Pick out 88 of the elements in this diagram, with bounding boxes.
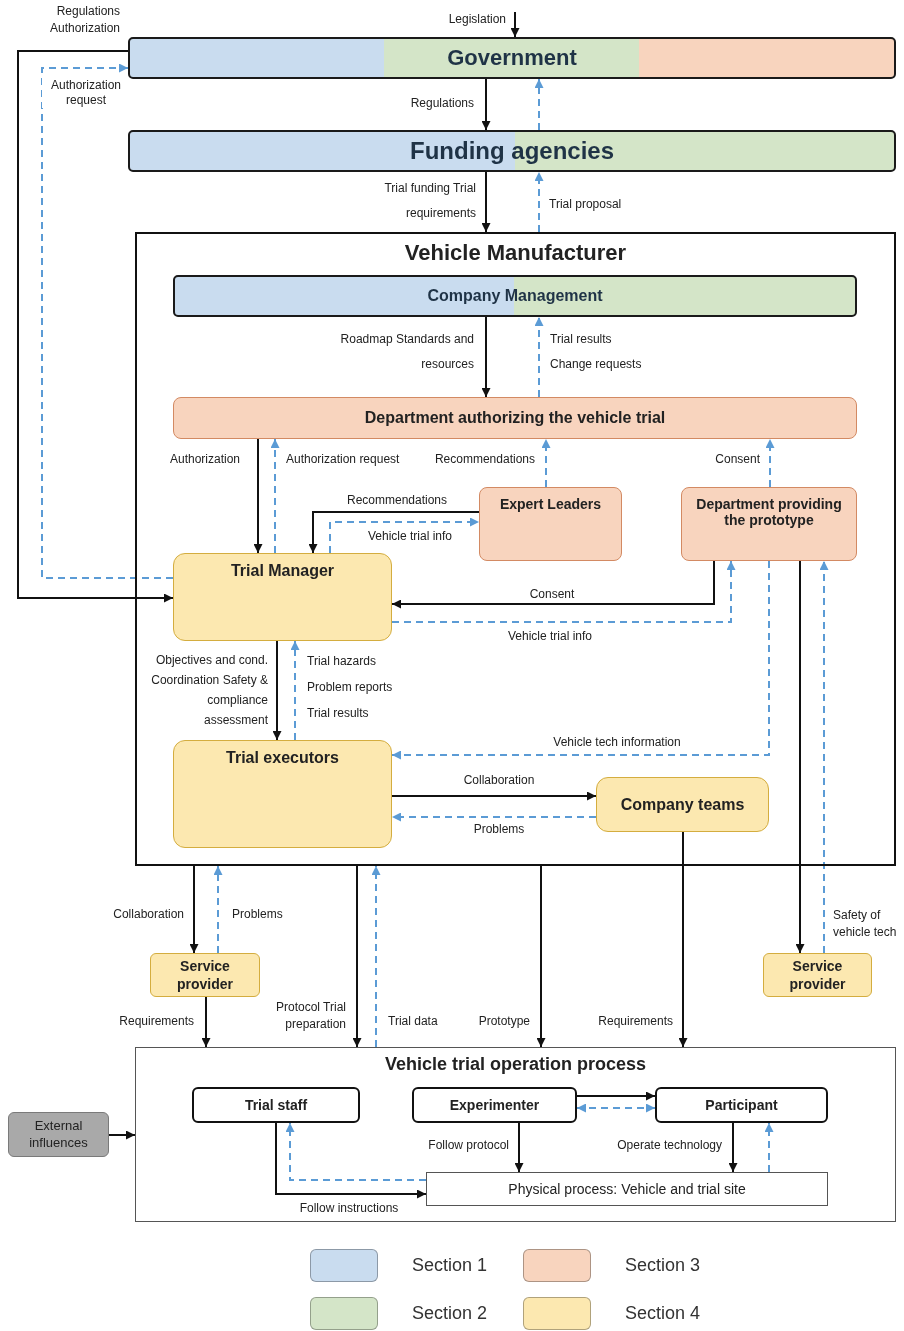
- group-title: Vehicle Manufacturer: [404, 240, 627, 266]
- arrow: [481, 78, 491, 131]
- box-label: Company teams: [620, 795, 745, 814]
- arrow: [576, 1103, 656, 1113]
- legend-label: Section 3: [624, 1255, 701, 1276]
- arrow: [678, 831, 688, 1048]
- edge-label: Legislation: [446, 11, 508, 27]
- process-box: [8, 1112, 109, 1157]
- arrow: [270, 438, 280, 554]
- band-box: [173, 275, 857, 317]
- band-box: [128, 130, 896, 172]
- edge-label: Requirements: [596, 1013, 675, 1029]
- arrow: [534, 316, 544, 398]
- edge-label: Trial proposal: [547, 196, 624, 212]
- process-box: [173, 740, 392, 848]
- arrow: [795, 560, 805, 954]
- arrow: [108, 1130, 136, 1140]
- process-box: [150, 953, 260, 997]
- arrow: [765, 438, 775, 488]
- box-label: Company Management: [427, 287, 603, 305]
- arrow: [514, 1122, 524, 1173]
- arrow: [391, 560, 770, 760]
- box-label: Trial executors: [226, 749, 339, 767]
- box-label: Service provider: [176, 956, 234, 994]
- process-box: [479, 487, 622, 561]
- box-label: Department authorizing the vehicle trial: [364, 409, 666, 427]
- edge-label: Authorization request: [284, 451, 402, 467]
- arrow: [272, 640, 282, 741]
- arrow: [285, 1122, 427, 1181]
- arrow: [352, 865, 362, 1048]
- arrow: [189, 865, 199, 954]
- band-box: [128, 37, 896, 79]
- group-title: Vehicle trial operation process: [384, 1054, 647, 1075]
- arrow: [290, 640, 300, 741]
- box-label: Service provider: [788, 956, 847, 994]
- process-box: [173, 553, 392, 641]
- box-label: Government: [447, 45, 577, 71]
- arrow: [764, 1122, 774, 1173]
- process-box: [596, 777, 769, 832]
- group-box: [135, 232, 896, 866]
- arrow: [534, 171, 544, 233]
- process-box: [763, 953, 872, 997]
- process-box: [192, 1087, 360, 1123]
- arrow: [510, 11, 520, 38]
- arrow: [481, 316, 491, 398]
- group-box: [135, 1047, 896, 1222]
- arrow: [41, 63, 174, 579]
- arrow: [308, 511, 480, 554]
- box-label: Trial staff: [244, 1097, 308, 1113]
- box-label: Funding agencies: [410, 137, 614, 165]
- arrow: [391, 791, 597, 801]
- arrow: [728, 1122, 738, 1173]
- arrow: [213, 865, 223, 954]
- arrow: [201, 996, 211, 1048]
- arrow: [536, 865, 546, 1048]
- arrow: [541, 438, 551, 488]
- edge-label: Regulations: [408, 95, 476, 111]
- edge-label: Prototype: [476, 1013, 532, 1029]
- arrow: [391, 560, 736, 623]
- box-label: Experimenter: [449, 1097, 540, 1113]
- arrow: [275, 1122, 427, 1199]
- arrow: [819, 560, 829, 954]
- arrow: [391, 560, 715, 609]
- process-box: [426, 1172, 828, 1206]
- arrow: [391, 812, 597, 822]
- arrow: [481, 171, 491, 233]
- box-label: External influences: [28, 1117, 89, 1152]
- process-box: [412, 1087, 577, 1123]
- box-label: Trial Manager: [230, 562, 335, 580]
- edge-label: Operate technology: [615, 1137, 724, 1153]
- box-label: Expert Leaders: [499, 496, 602, 512]
- legend-label: Section 2: [411, 1303, 489, 1324]
- box-label: Participant: [705, 1097, 778, 1113]
- edge-label: Requirements: [117, 1013, 196, 1029]
- box-label: Physical process: Vehicle and trial site: [508, 1181, 746, 1197]
- arrow: [329, 517, 480, 554]
- arrow: [576, 1091, 656, 1101]
- process-box: [655, 1087, 828, 1123]
- legend-label: Section 1: [411, 1255, 489, 1276]
- arrow: [371, 865, 381, 1048]
- legend-label: Section 4: [624, 1303, 701, 1324]
- arrow: [534, 78, 544, 131]
- box-label: Department providing the prototype: [695, 496, 843, 528]
- arrow: [17, 50, 174, 603]
- arrow: [253, 438, 263, 554]
- edge-label: Follow protocol: [426, 1137, 511, 1153]
- process-box: [681, 487, 857, 561]
- process-box: [173, 397, 857, 439]
